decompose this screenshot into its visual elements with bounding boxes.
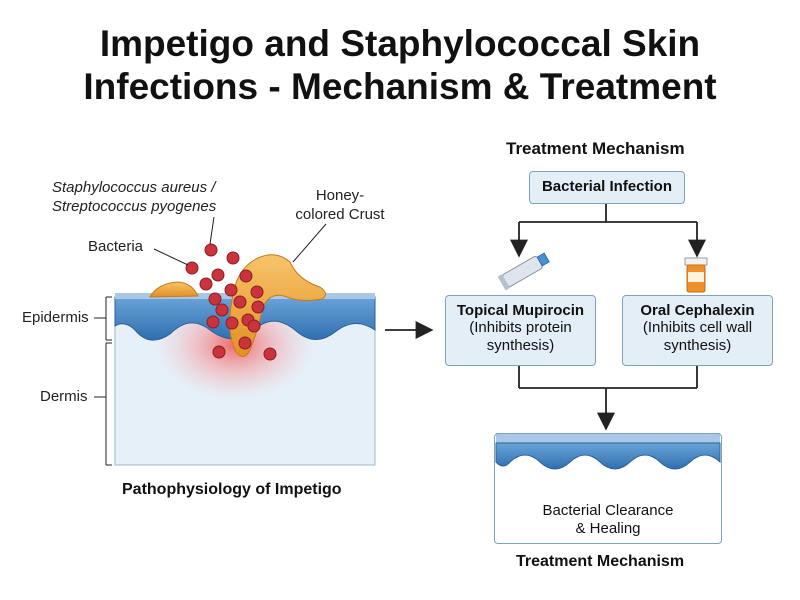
pathophysiology-caption: Pathophysiology of Impetigo	[122, 481, 342, 498]
flow-connectors	[510, 204, 706, 431]
clearance-line-1: Bacterial Clearance	[542, 502, 674, 519]
organism-line-2: Streptococcus pyogenes	[52, 198, 217, 215]
clearance-box: Bacterial Clearance & Healing	[494, 433, 722, 544]
oral-desc-2: synthesis)	[663, 337, 732, 354]
infection-box: Bacterial Infection	[529, 171, 685, 204]
oral-desc-1: (Inhibits cell wall	[642, 319, 753, 336]
dermis-bracket	[105, 342, 112, 466]
pill-bottle-icon	[684, 257, 708, 293]
epidermis-label: Epidermis	[22, 309, 89, 326]
treatment-heading: Treatment Mechanism	[506, 139, 685, 158]
crust-label: Honey- colored Crust	[280, 186, 400, 224]
crust-line-1: Honey-	[315, 187, 365, 204]
organism-line-1: Staphylococcus aureus /	[52, 179, 216, 196]
infection-box-label: Bacterial Infection	[541, 178, 673, 195]
oral-cephalexin-box: Oral Cephalexin (Inhibits cell wall synt…	[622, 295, 773, 366]
epidermis-bracket	[105, 296, 112, 341]
title-line-1: Impetigo and Staphylococcal Skin	[99, 23, 701, 64]
treatment-caption: Treatment Mechanism	[516, 553, 685, 570]
topical-name: Topical Mupirocin	[456, 302, 585, 319]
oral-name: Oral Cephalexin	[640, 302, 755, 319]
bacteria-label: Bacteria	[88, 238, 144, 255]
crust-left	[149, 281, 199, 298]
topical-desc-2: synthesis)	[486, 337, 555, 354]
page-title: Impetigo and Staphylococcal Skin Infecti…	[0, 22, 800, 108]
title-line-2: Infections - Mechanism & Treatment	[83, 66, 717, 107]
organism-label: Staphylococcus aureus / Streptococcus py…	[52, 178, 216, 216]
topical-desc-1: (Inhibits protein	[469, 319, 572, 336]
clearance-line-2: & Healing	[575, 520, 641, 537]
healed-skin-illustration	[495, 433, 721, 470]
bacteria-cluster	[185, 243, 277, 361]
ointment-tube-icon	[497, 252, 550, 291]
topical-mupirocin-box: Topical Mupirocin (Inhibits protein synt…	[445, 295, 596, 366]
crust-line-2: colored Crust	[295, 206, 385, 223]
dermis-label: Dermis	[40, 388, 88, 405]
skin-cross-section	[94, 216, 376, 466]
